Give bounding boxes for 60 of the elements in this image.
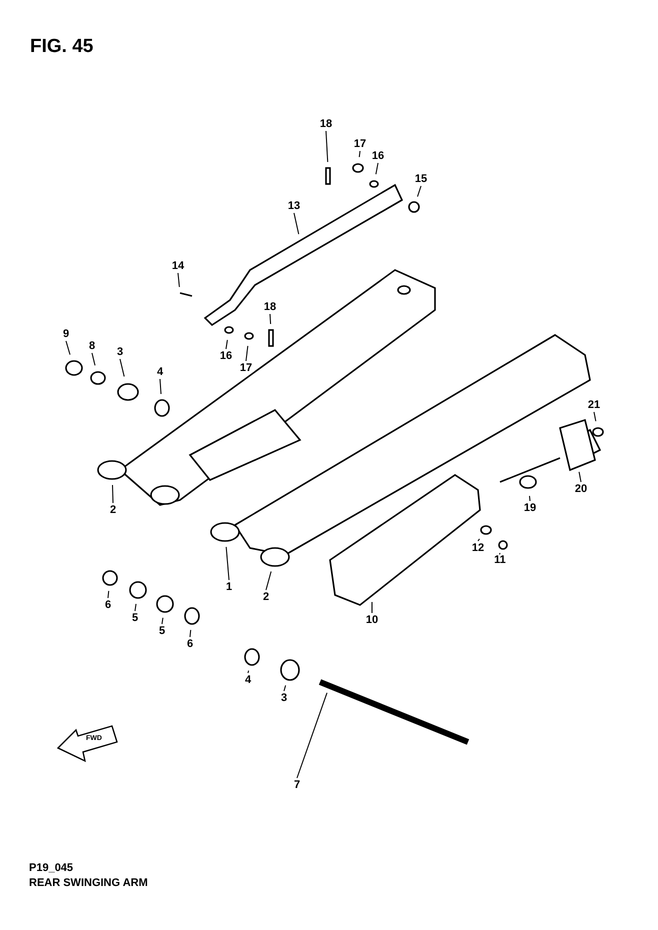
callout-number: 10 <box>363 613 381 627</box>
leader-line <box>226 339 228 350</box>
leader-line <box>284 684 286 692</box>
callout-number: 6 <box>99 598 117 612</box>
callout-number: 19 <box>521 501 539 515</box>
leader-line <box>134 603 136 612</box>
leader-line <box>112 484 114 504</box>
figure-title: FIG. 45 <box>30 36 94 58</box>
leader-line <box>417 186 422 198</box>
callout-number: 14 <box>169 259 187 273</box>
callout-number: 16 <box>369 149 387 163</box>
callout-number: 21 <box>585 398 603 412</box>
callout-number: 18 <box>261 300 279 314</box>
callout-number: 4 <box>239 673 257 687</box>
leader-line <box>92 352 96 366</box>
callout-number: 11 <box>491 553 509 567</box>
callout-number: 15 <box>412 172 430 186</box>
leader-line <box>529 495 530 502</box>
callout-number: 18 <box>317 117 335 131</box>
callout-number: 5 <box>126 611 144 625</box>
leader-line <box>594 412 596 422</box>
callout-number: 17 <box>237 361 255 375</box>
leader-line <box>162 617 164 624</box>
leader-line <box>190 629 192 638</box>
callout-number: 17 <box>351 137 369 151</box>
leader-line <box>120 358 125 377</box>
callout-number: 1 <box>220 580 238 594</box>
callout-number: 5 <box>153 624 171 638</box>
callout-number: 9 <box>57 327 75 341</box>
callout-number: 4 <box>151 365 169 379</box>
leader-line <box>358 150 360 158</box>
callout-number: 20 <box>572 482 590 496</box>
leader-line <box>248 670 250 674</box>
leader-line <box>326 130 328 162</box>
callout-number: 2 <box>104 503 122 517</box>
part-group-title: REAR SWINGING ARM <box>29 877 148 889</box>
leader-line <box>266 571 272 590</box>
callout-number: 8 <box>83 339 101 353</box>
leader-line <box>108 590 110 598</box>
callout-number: 3 <box>275 691 293 705</box>
leader-line <box>375 162 378 175</box>
callout-number: 7 <box>288 778 306 792</box>
leader-line <box>66 340 70 356</box>
leader-line <box>499 552 500 555</box>
leader-line <box>578 471 582 482</box>
callout-number: 16 <box>217 349 235 363</box>
leader-line <box>178 272 180 288</box>
leader-line <box>270 314 272 324</box>
leader-line <box>160 378 162 394</box>
page-code: P19_045 <box>29 862 74 874</box>
callout-number: 3 <box>111 345 129 359</box>
callout-number: 2 <box>257 590 275 604</box>
leader-line <box>246 345 248 362</box>
leader-line <box>296 692 328 778</box>
leader-line <box>478 538 480 542</box>
callout-number: 6 <box>181 637 199 651</box>
callout-number: 13 <box>285 199 303 213</box>
callout-number: 12 <box>469 541 487 555</box>
leader-line <box>294 212 300 235</box>
leader-line <box>226 546 230 580</box>
